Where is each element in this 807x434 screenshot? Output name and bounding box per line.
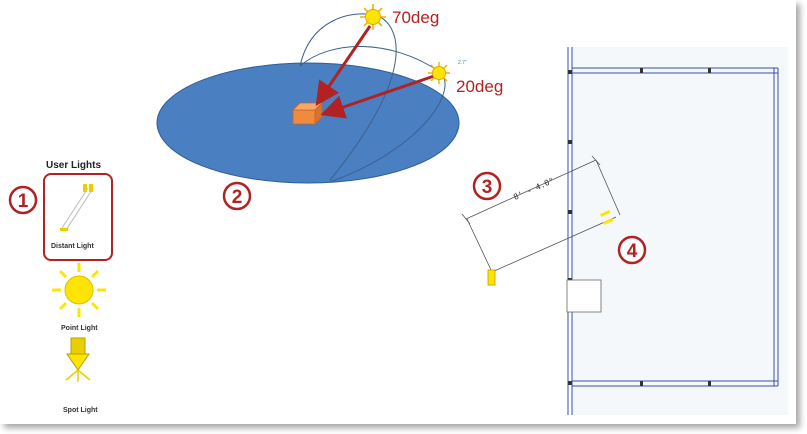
spot-light-label: Spot Light	[63, 407, 98, 414]
distant-light-tool[interactable]: Distant Light	[43, 173, 113, 261]
point-light-tool[interactable]: Point Light	[52, 263, 106, 332]
callout-4-number: 4	[627, 241, 638, 262]
callout-3-number: 3	[482, 177, 493, 198]
callout-1: 1	[8, 185, 38, 215]
callout-2-number: 2	[232, 187, 243, 208]
callout-1-number: 1	[18, 191, 29, 212]
sun-icon	[360, 4, 386, 30]
user-lights-palette: User Lights Distant Light	[43, 160, 113, 414]
room-walls	[567, 47, 779, 415]
dimension-label: 8' - 4.0"	[512, 176, 555, 202]
window-opening	[566, 279, 602, 313]
callout-2: 2	[222, 181, 252, 211]
room-area	[572, 47, 788, 415]
user-lights-title: User Lights	[46, 160, 101, 171]
low-sun-angle-label: 20deg	[456, 77, 503, 96]
distant-light-icon	[60, 184, 93, 231]
spot-light-icon	[65, 337, 91, 382]
low-sun-tag: 2.7"	[458, 60, 467, 66]
callout-3: 3	[472, 171, 502, 201]
plan-view: 8' - 4.0"	[461, 47, 788, 415]
sun-path-diagram: 70deg 20deg 2.7"	[156, 4, 503, 184]
sun-icon	[428, 62, 450, 84]
callout-4: 4	[617, 235, 647, 265]
spot-light-tool[interactable]: Spot Light	[63, 337, 98, 414]
high-sun-angle-label: 70deg	[392, 8, 439, 27]
point-light-icon	[52, 263, 106, 317]
dimension-line	[461, 155, 621, 273]
point-light-label: Point Light	[61, 325, 98, 332]
object-box	[292, 102, 323, 125]
placed-distant-light[interactable]	[487, 210, 614, 286]
sun-ray-arrow-low	[320, 73, 438, 119]
distant-light-label: Distant Light	[51, 243, 94, 250]
sun-ray-arrow-high	[315, 25, 372, 106]
